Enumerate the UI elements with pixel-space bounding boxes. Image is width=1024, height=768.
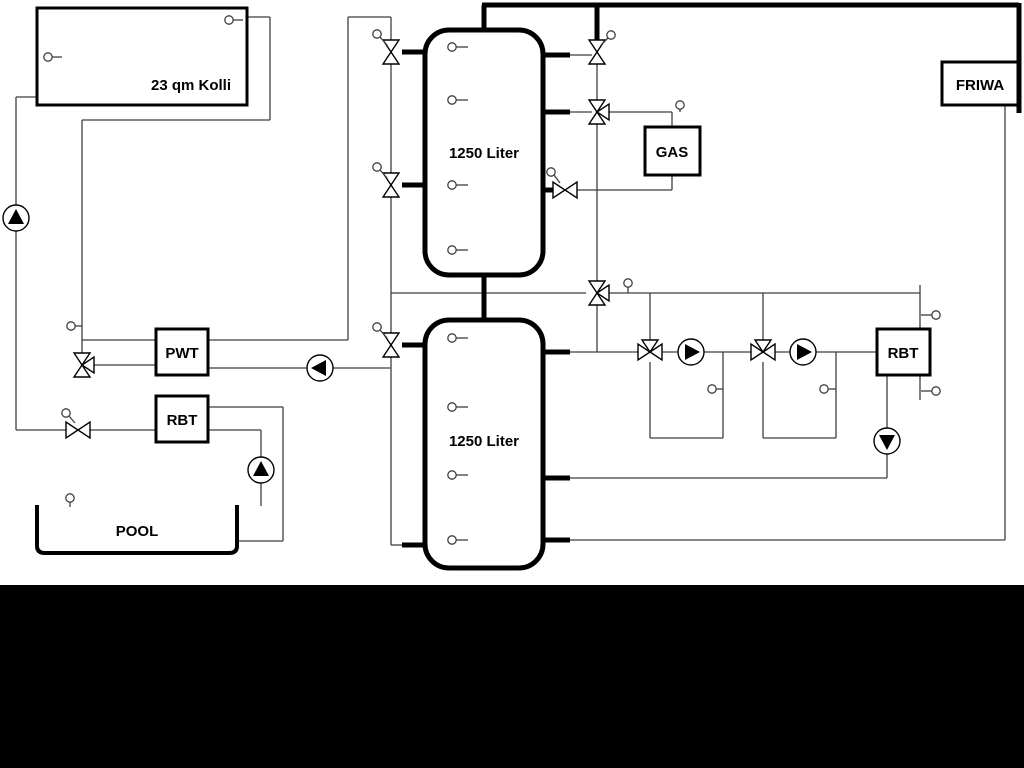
sensor-icon	[623, 278, 633, 288]
letterbox-bottom	[0, 585, 1024, 768]
sensor-icon	[707, 384, 717, 394]
sensor-icon	[447, 245, 457, 255]
sensor-icon	[447, 402, 457, 412]
sensor-icon	[819, 384, 829, 394]
tank-bottom-label: 1250 Liter	[449, 433, 519, 450]
rbt-left-label: RBT	[167, 412, 198, 429]
pool-basin	[35, 505, 239, 555]
sensor-icon	[447, 333, 457, 343]
sensor-icon	[61, 408, 71, 418]
sensor-icon	[931, 310, 941, 320]
valve-actuator-icon	[372, 162, 382, 172]
main-pipes	[402, 2, 1022, 548]
solar-collector-box	[35, 6, 249, 107]
pump-up-icon	[2, 204, 30, 232]
valve-actuator-icon	[372, 29, 382, 39]
labels: 23 qm Kolli 1250 Liter 1250 Liter PWT RB…	[116, 77, 1005, 540]
pwt-label: PWT	[165, 345, 198, 362]
pump-right-icon	[789, 338, 817, 366]
valve-actuator-icon	[546, 167, 556, 177]
pump-right-icon	[677, 338, 705, 366]
sensor-icon	[447, 470, 457, 480]
gas-boiler-box	[643, 125, 702, 177]
sensor-icon	[931, 386, 941, 396]
friwa-label: FRIWA	[956, 77, 1004, 94]
collector-label: 23 qm Kolli	[151, 77, 231, 94]
tank-top-label: 1250 Liter	[449, 145, 519, 162]
pipe-network	[15, 16, 1006, 546]
pump-up-icon	[247, 456, 275, 484]
sensor-icon	[224, 15, 234, 25]
devices	[35, 6, 1020, 571]
pool-label: POOL	[116, 523, 159, 540]
pump-left-icon	[306, 354, 334, 382]
sensor-icon	[447, 95, 457, 105]
valve-actuator-icon	[372, 322, 382, 332]
sensor-icon	[65, 493, 75, 503]
buffer-tank-bottom	[422, 317, 546, 571]
rbt-right-box	[875, 327, 932, 377]
pwt-box	[154, 327, 210, 377]
rbt-left-box	[154, 394, 210, 444]
sensor-icon	[43, 52, 53, 62]
sensors	[43, 15, 941, 545]
rbt-right-label: RBT	[888, 345, 919, 362]
sensor-icon	[66, 321, 76, 331]
gas-label: GAS	[656, 144, 689, 161]
friwa-box	[940, 60, 1020, 107]
valve-actuator-icon	[606, 30, 616, 40]
pump-down-icon	[873, 427, 901, 455]
sensor-icon	[447, 535, 457, 545]
sensor-icon	[675, 100, 685, 110]
sensor-icon	[447, 180, 457, 190]
sensor-icon	[447, 42, 457, 52]
buffer-tank-top	[422, 27, 546, 278]
